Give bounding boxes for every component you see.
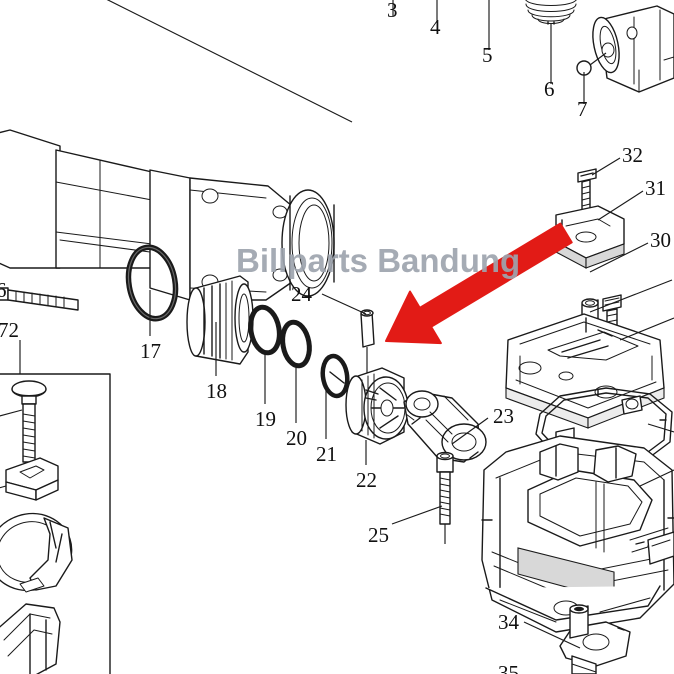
callout-label-c3: 3 <box>387 0 398 22</box>
leader-line-long-diagonal <box>106 0 353 123</box>
part-22-piston <box>345 367 409 445</box>
part-16-cylinder-housing <box>0 129 335 311</box>
callout-label-c32: 32 <box>622 143 643 167</box>
inset-lower-clamp <box>0 603 61 674</box>
callout-label-c4: 4 <box>430 15 441 39</box>
part-crankcase-block <box>481 435 674 633</box>
part-6-coil-spring <box>525 0 577 25</box>
inset-bracket <box>0 457 59 501</box>
callout-label-c17: 17 <box>140 339 161 363</box>
part-25-socket-bolt <box>436 451 454 544</box>
callout-label-c18: 18 <box>206 379 227 403</box>
part-19-o-ring <box>248 304 282 356</box>
callout-label-c24: 24 <box>291 282 312 306</box>
watermark-text: Billparts Bandung <box>236 242 521 279</box>
callout-label-c72: 72 <box>0 318 19 342</box>
part-20-o-ring <box>280 319 312 369</box>
callout-label-c30: 30 <box>650 228 671 252</box>
callout-label-c5: 5 <box>482 43 493 67</box>
part-31-cover-plate <box>555 205 625 269</box>
callout-label-c7: 7 <box>577 97 588 121</box>
inset-carriage-bolt <box>0 380 47 463</box>
part-23-connecting-rod <box>403 390 487 463</box>
inset-clamp-band <box>0 512 73 593</box>
callout-label-c34: 34 <box>498 610 519 634</box>
callout-label-c25: 25 <box>368 523 389 547</box>
callout-label-c21: 21 <box>316 442 337 466</box>
part-18-piston-sleeve <box>186 275 254 365</box>
callout-label-c16: 6 <box>0 278 7 302</box>
part-left-small-screw <box>0 287 79 311</box>
part-17-o-ring <box>125 244 179 322</box>
detail-inset-72-box <box>0 373 111 674</box>
callout-label-c31: 31 <box>645 176 666 200</box>
callout-label-c22: 22 <box>356 468 377 492</box>
part-top-right-cylinder-body <box>592 5 674 93</box>
part-21-snap-ring <box>320 353 350 399</box>
part-24-piston-pin <box>360 309 375 392</box>
callout-label-c35: 35 <box>498 661 519 674</box>
callout-label-c20: 20 <box>286 426 307 450</box>
callout-label-c23: 23 <box>493 404 514 428</box>
callout-label-c6: 6 <box>544 77 555 101</box>
callout-label-c19: 19 <box>255 407 276 431</box>
